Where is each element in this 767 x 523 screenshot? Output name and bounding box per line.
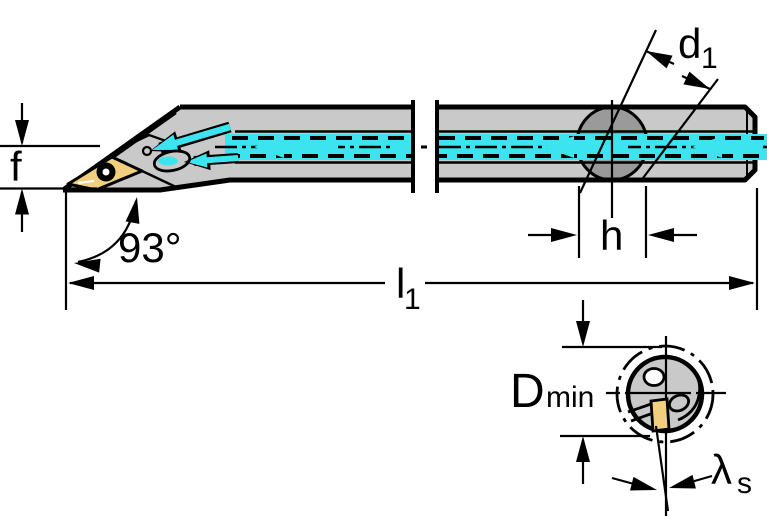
dimension-approach-angle: 93° <box>64 192 182 310</box>
dimension-h: h <box>528 100 697 259</box>
dimension-dmin: D min <box>510 300 662 484</box>
label-approach-angle: 93° <box>118 224 182 271</box>
dimension-lambda-s: λ s <box>611 425 752 512</box>
label-dmin: D <box>510 365 545 418</box>
coolant-channel <box>215 130 767 164</box>
dimension-l1: l 1 <box>68 188 759 316</box>
label-l1: l <box>396 260 405 307</box>
coolant-flow-arrows <box>254 136 758 158</box>
cutting-insert <box>66 155 144 192</box>
break-lines <box>411 100 439 193</box>
end-view-screw <box>667 393 691 413</box>
label-lambda-s-sub: s <box>737 467 752 500</box>
dimension-f: f <box>0 103 100 232</box>
label-d1: d <box>678 20 701 67</box>
end-view <box>606 336 726 516</box>
label-l1-sub: 1 <box>404 283 421 316</box>
end-view-coolant-hole <box>642 367 666 387</box>
label-dmin-sub: min <box>546 381 594 414</box>
label-d1-sub: 1 <box>701 42 718 75</box>
label-lambda-s: λ <box>711 446 732 493</box>
cutting-head <box>66 112 239 192</box>
label-f: f <box>10 143 22 190</box>
dimension-d1: d 1 <box>579 20 719 194</box>
coolant-jet-arrows <box>150 121 239 171</box>
coolant-outlet <box>152 149 192 173</box>
label-h: h <box>600 212 623 259</box>
end-view-insert <box>649 397 671 433</box>
